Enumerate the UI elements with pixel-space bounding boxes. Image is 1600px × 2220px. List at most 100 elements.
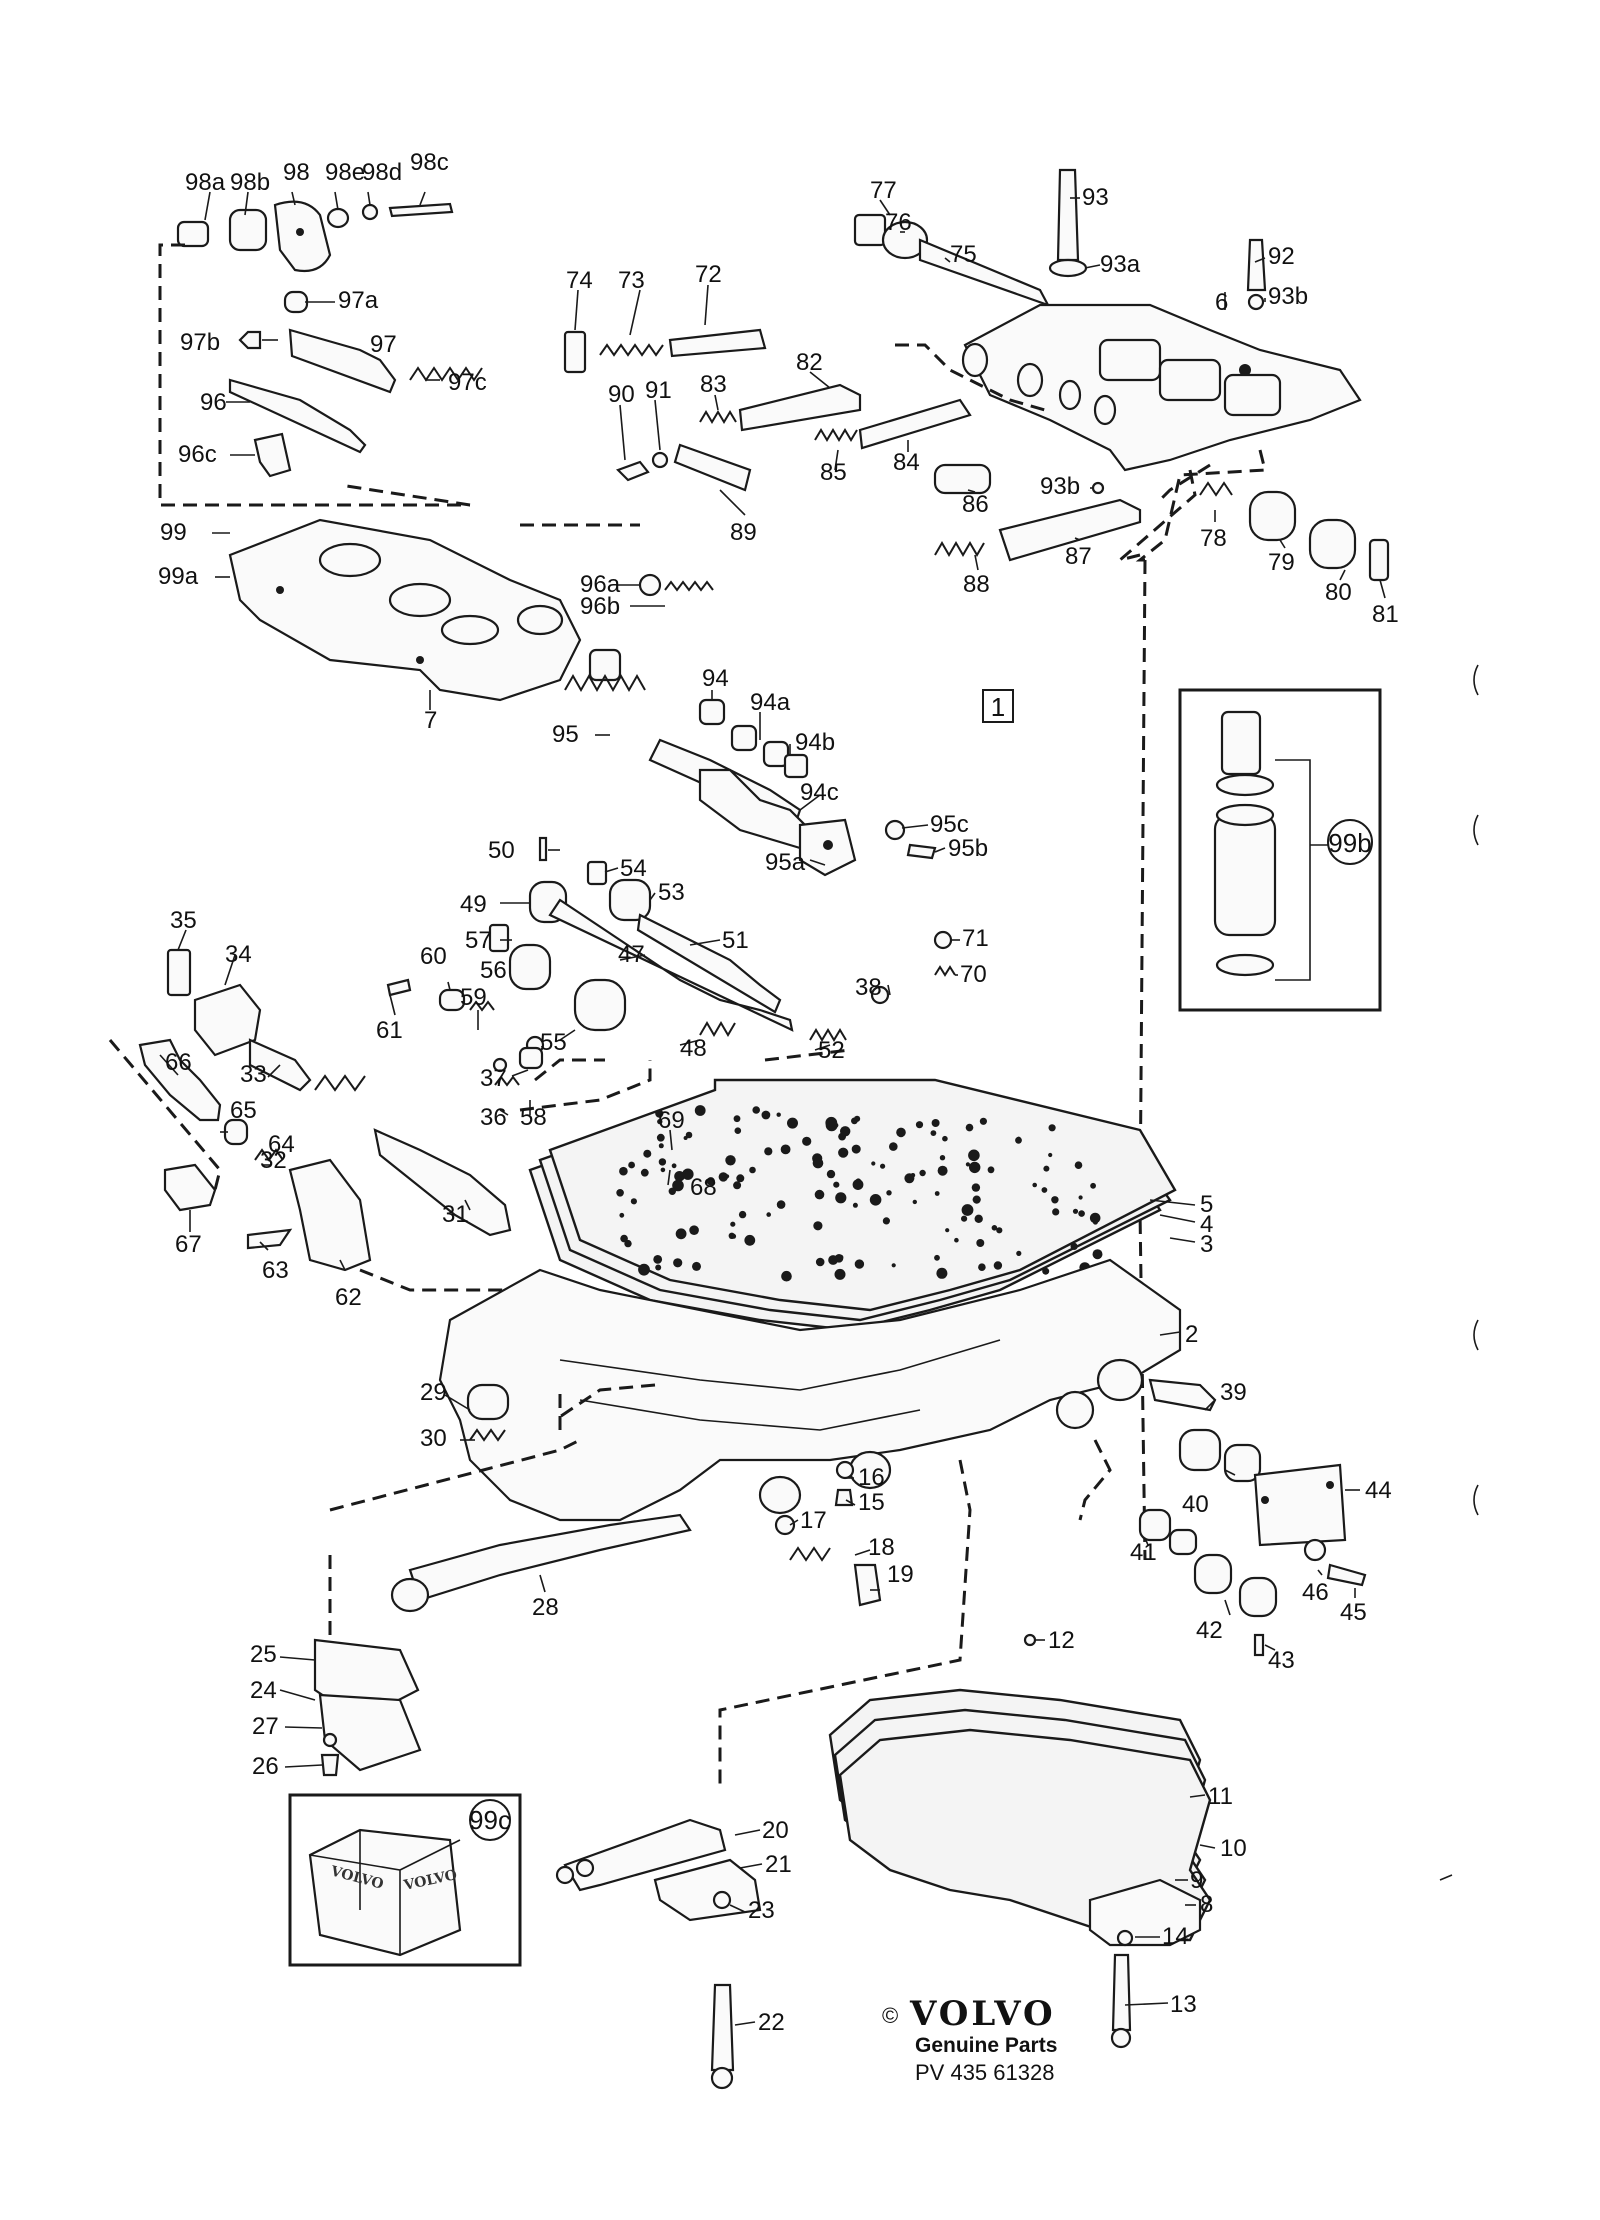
callout-52: 52 xyxy=(818,1037,845,1064)
plate-hole xyxy=(653,1255,663,1264)
plate-hole xyxy=(640,1168,649,1177)
plate-hole xyxy=(828,1255,838,1265)
plate-hole xyxy=(749,1166,756,1174)
plate-hole xyxy=(993,1261,1003,1270)
inset-99b-label: 99b xyxy=(1328,828,1371,858)
callout-94b: 94b xyxy=(795,729,835,756)
callout-96b: 96b xyxy=(580,593,620,620)
plate-hole xyxy=(961,1204,974,1216)
callout-25: 25 xyxy=(250,1641,277,1668)
plate-hole xyxy=(854,1181,863,1190)
plate-hole xyxy=(744,1234,756,1246)
plate-hole xyxy=(834,1268,846,1280)
callout-94c: 94c xyxy=(800,779,839,806)
callout-93: 93 xyxy=(1082,184,1109,211)
plate-hole xyxy=(838,1132,846,1141)
callout-3: 3 xyxy=(1200,1231,1213,1258)
plate-hole xyxy=(979,1117,988,1125)
callout-21: 21 xyxy=(765,1851,792,1878)
plate-hole xyxy=(733,1115,741,1123)
callout-35: 35 xyxy=(170,907,197,934)
callout-18: 18 xyxy=(868,1534,895,1561)
callout-34: 34 xyxy=(225,941,252,968)
callout-82: 82 xyxy=(796,349,823,376)
plate-hole xyxy=(930,1130,937,1136)
callout-98a: 98a xyxy=(185,169,226,196)
callout-57: 57 xyxy=(465,927,492,954)
callout-46: 46 xyxy=(1302,1579,1329,1606)
callout-11: 11 xyxy=(1208,1783,1233,1810)
figure-number: 1 xyxy=(991,692,1005,722)
copyright-mark: © xyxy=(882,2003,898,2028)
callout-75: 75 xyxy=(950,241,977,268)
callout-54: 54 xyxy=(620,855,647,882)
callout-60: 60 xyxy=(420,943,447,970)
plate-hole xyxy=(838,1254,844,1260)
callout-86: 86 xyxy=(962,491,989,518)
callout-33: 33 xyxy=(240,1061,267,1088)
callout-73: 73 xyxy=(618,267,645,294)
plate-hole xyxy=(628,1161,635,1169)
plate-hole xyxy=(854,1259,865,1269)
plate-hole xyxy=(1052,1208,1060,1216)
callout-15: 15 xyxy=(858,1489,885,1516)
callout-72: 72 xyxy=(695,261,722,288)
callout-41: 41 xyxy=(1130,1539,1157,1566)
callout-56: 56 xyxy=(480,957,507,984)
plate-hole xyxy=(851,1144,861,1154)
callout-77: 77 xyxy=(870,177,897,204)
callout-32: 32 xyxy=(260,1147,287,1174)
cluster-20-23 xyxy=(555,1818,762,2090)
callout-2: 2 xyxy=(1185,1321,1198,1348)
plate-hole xyxy=(965,1162,971,1167)
callout-98: 98 xyxy=(283,159,310,186)
callout-7: 7 xyxy=(424,707,437,734)
callout-48: 48 xyxy=(680,1035,707,1062)
callout-84: 84 xyxy=(893,449,920,476)
plate-hole xyxy=(781,1270,792,1282)
callout-93b: 93b xyxy=(1268,283,1308,310)
plate-hole xyxy=(718,1172,728,1182)
plate-hole xyxy=(996,1227,1003,1234)
callout-71: 71 xyxy=(962,925,989,952)
plate-hole xyxy=(896,1127,906,1138)
plate-hole xyxy=(736,1174,745,1183)
callout-44: 44 xyxy=(1365,1477,1392,1504)
callout-99a: 99a xyxy=(158,563,199,590)
callout-31: 31 xyxy=(442,1201,469,1228)
plate-hole xyxy=(886,1190,892,1196)
leader-lines xyxy=(159,191,1386,2026)
plate-hole xyxy=(825,1116,838,1129)
plate-hole xyxy=(939,1155,946,1161)
callout-67: 67 xyxy=(175,1231,202,1258)
plate-hole xyxy=(971,1183,981,1192)
callout-96: 96 xyxy=(200,389,227,416)
callout-47: 47 xyxy=(618,941,645,968)
plate-hole xyxy=(764,1147,773,1156)
plate-hole xyxy=(815,1257,825,1267)
callout-30: 30 xyxy=(420,1425,447,1452)
plate-hole xyxy=(655,1264,662,1271)
plate-hole xyxy=(1032,1182,1037,1188)
plate-hole xyxy=(972,1195,981,1204)
plate-hole xyxy=(969,1161,981,1174)
plate-hole xyxy=(833,1181,840,1188)
callout-94a: 94a xyxy=(750,689,791,716)
plate-hole xyxy=(802,1136,812,1146)
callout-42: 42 xyxy=(1196,1617,1223,1644)
callout-8: 8 xyxy=(1200,1891,1213,1918)
callout-97: 97 xyxy=(370,331,397,358)
callout-78: 78 xyxy=(1200,525,1227,552)
cluster-middle xyxy=(138,836,956,1272)
callout-10: 10 xyxy=(1220,1835,1247,1862)
plate-hole xyxy=(814,1189,825,1200)
plate-hole xyxy=(991,1225,998,1231)
callout-45: 45 xyxy=(1340,1599,1367,1626)
plate-hole xyxy=(674,1171,685,1182)
cluster-lower-left xyxy=(313,1383,882,1777)
plate-hole xyxy=(1078,1195,1083,1200)
plate-hole xyxy=(1042,1267,1050,1275)
cluster-39-46 xyxy=(1138,1378,1367,1657)
callout-20: 20 xyxy=(762,1817,789,1844)
callout-79: 79 xyxy=(1268,549,1295,576)
